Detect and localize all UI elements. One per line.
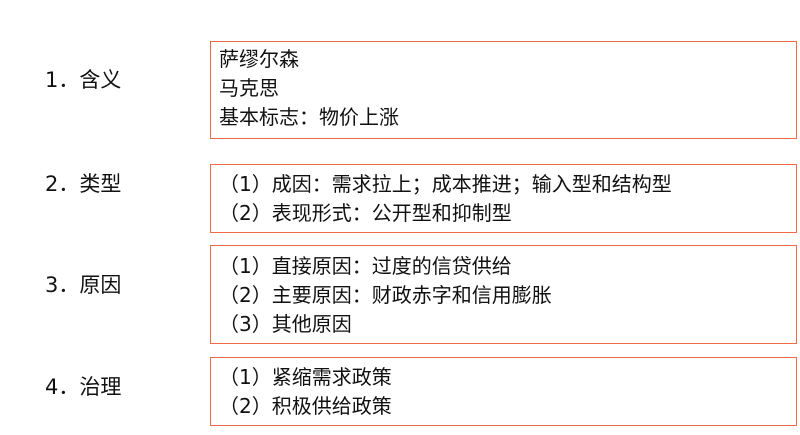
line: 马克思: [219, 76, 279, 100]
section-label-causes: 3．原因: [45, 273, 122, 297]
line: （1）成因：需求拉上；成本推进；输入型和结构型: [219, 172, 672, 196]
section-label-meaning: 1．含义: [45, 68, 122, 92]
line: （1）直接原因：过度的信贷供给: [219, 254, 512, 278]
section-box-types: （1）成因：需求拉上；成本推进；输入型和结构型 （2）表现形式：公开型和抑制型: [210, 164, 797, 233]
section-box-governance: （1）紧缩需求政策 （2）积极供给政策: [210, 357, 797, 426]
section-label-types: 2．类型: [45, 172, 122, 196]
line: 萨缪尔森: [219, 47, 299, 71]
line: （1）紧缩需求政策: [219, 365, 392, 389]
line: （2）积极供给政策: [219, 394, 392, 418]
section-label-governance: 4．治理: [45, 375, 122, 399]
section-box-meaning: 萨缪尔森 马克思 基本标志：物价上涨: [210, 41, 797, 139]
line: （2）主要原因：财政赤字和信用膨胀: [219, 283, 552, 307]
line: （2）表现形式：公开型和抑制型: [219, 201, 512, 225]
section-box-causes: （1）直接原因：过度的信贷供给 （2）主要原因：财政赤字和信用膨胀 （3）其他原…: [210, 245, 797, 344]
line: 基本标志：物价上涨: [219, 105, 399, 129]
line: （3）其他原因: [219, 312, 352, 336]
